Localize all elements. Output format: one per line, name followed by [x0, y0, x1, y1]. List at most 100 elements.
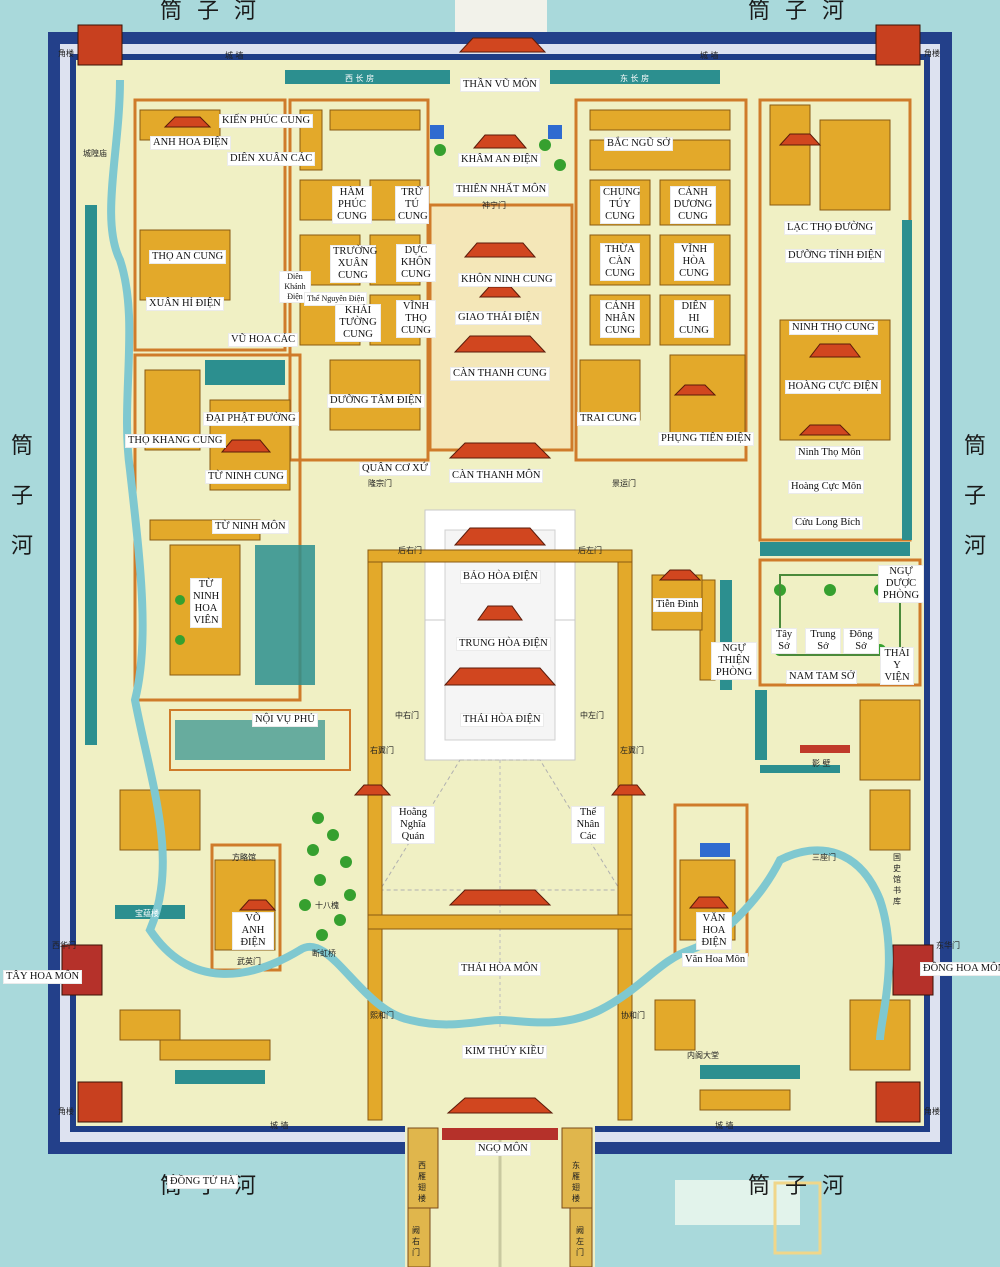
label-lac-tho-duong: LẠC THỌ ĐƯỜNG	[784, 221, 877, 235]
label-kham-an-dien: KHÂM AN ĐIỆN	[458, 153, 541, 167]
cn-sanzuo-gate: 三座门	[812, 853, 836, 862]
label-ninh-tho-mon: Ninh Thọ Môn	[795, 446, 864, 460]
label-can-thanh-mon: CÀN THANH MÔN	[449, 469, 544, 483]
ying-bi-wall	[800, 745, 850, 753]
cn-houzuo-gate: 后左门	[578, 546, 602, 555]
wall-label-se: 城 墙	[715, 1121, 734, 1130]
label-khon-ninh-cung: KHÔN NINH CUNG	[458, 273, 556, 287]
wen-yuan-pavilion	[700, 843, 730, 857]
label-hoang-cuc-mon: Hoàng Cực Môn	[788, 480, 865, 494]
label-tu-ninh-cung: TỪ NINH CUNG	[205, 470, 287, 484]
label-thua-can-cung: THỪA CÀN CUNG	[600, 243, 640, 281]
label-ninh-tho-cung: NINH THỌ CUNG	[789, 321, 878, 335]
cn-wuying-gate: 武英门	[237, 957, 261, 966]
label-dien-xuan-cac: DIÊN XUÂN CÁC	[227, 152, 316, 166]
label-ngu-duoc-phong: NGỰ DƯỢC PHÒNG	[878, 565, 924, 603]
label-duong-tinh-dien: DƯỠNG TÍNH ĐIỆN	[785, 249, 885, 263]
label-ngo-mon: NGỌ MÔN	[475, 1142, 531, 1156]
east-six-palaces	[574, 98, 748, 462]
bao-nhuan-lau	[115, 905, 185, 919]
label-bao-hoa-dien: BẢO HÒA ĐIỆN	[460, 570, 541, 584]
label-tru-tu-cung: TRỮ TÚ CUNG	[395, 186, 429, 224]
label-anh-hoa-dien: ANH HOA ĐIỆN	[150, 136, 232, 150]
cn-zuoyi-gate: 左翼门	[620, 746, 644, 755]
west-long-rooms	[285, 70, 450, 84]
thai-hoa-mon-corridor	[367, 914, 633, 930]
label-vinh-tho-cung: VĨNH THỌ CUNG	[396, 300, 436, 338]
west-strip	[85, 205, 97, 745]
cn-shenning-gate: 神宁门	[482, 201, 506, 210]
garden-pavilion-e	[548, 125, 562, 139]
cn-xihe-gate: 熙和门	[370, 1011, 394, 1020]
moat-label-bottom-right: 筒 子 河	[748, 1174, 848, 1199]
label-giao-thai-dien: GIAO THÁI ĐIỆN	[455, 311, 543, 325]
east-long-rooms-label: 东 长 房	[620, 74, 650, 83]
label-dong-hoa-mon: ĐÔNG HOA MÔN	[920, 962, 1000, 976]
label-noi-vu-phu: NỘI VỤ PHỦ	[252, 713, 318, 727]
terrace-inner	[444, 529, 556, 741]
label-ham-phuc-cung: HÀM PHÚC CUNG	[332, 186, 372, 224]
cn-duanhong-bridge: 断虹桥	[312, 949, 336, 958]
corner-tower-ne-label: 角楼	[924, 49, 940, 58]
moat-label-bottom-left-vn: ĐỒNG TỬ HÀ	[167, 1175, 239, 1189]
label-bac-ngu-so: BẮC NGŨ SỞ	[604, 137, 674, 151]
label-than-vu-mon: THẦN VŨ MÔN	[460, 78, 540, 92]
label-xuan-hi-dien: XUÂN HỈ ĐIỆN	[146, 297, 224, 311]
label-vu-hoa-cac: VŨ HOA CÁC	[228, 333, 299, 347]
moat-label-left-1: 筒	[10, 434, 33, 459]
label-the-nhan-cac: Thể Nhân Các	[571, 806, 605, 844]
west-long-rooms-label: 西 长 房	[345, 74, 375, 83]
cn-zhongyou-gate: 中右门	[395, 711, 419, 720]
ci-ning-rooms	[255, 545, 315, 685]
inner-court	[428, 203, 574, 452]
label-van-hoa-mon: Văn Hoa Môn	[682, 953, 749, 967]
label-hoang-nghia-quan: Hoằng Nghĩa Quán	[391, 806, 435, 844]
cn-xiehe-gate: 协和门	[621, 1011, 645, 1020]
label-nam-tam-so: NAM TAM SỞ	[786, 670, 858, 684]
east-corridor	[617, 559, 633, 1121]
corner-tower-se-label: 角楼	[924, 1107, 940, 1116]
east-strip	[902, 220, 912, 540]
cn-zhongzuo-gate: 中左门	[580, 711, 604, 720]
moat-label-top-left: 筒 子 河	[160, 0, 260, 24]
label-thai-y-vien: THÁI Y VIỆN	[880, 647, 914, 685]
cn-jingyun-gate: 景运门	[612, 479, 636, 488]
corner-tower-nw-label: 角楼	[58, 49, 74, 58]
nam-tam-so-area	[758, 558, 922, 687]
label-tien-dinh: Tiễn Đình	[653, 598, 702, 612]
ngo-mon-base	[442, 1128, 558, 1140]
cn-quezuo-gate: 阙左门	[576, 1226, 584, 1257]
south-rooms-west	[175, 1070, 265, 1084]
cn-youyi-gate: 右翼门	[370, 746, 394, 755]
label-tu-ninh-hoa-vien: TỪ NINH HOA VIÊN	[190, 578, 222, 628]
east-wing-tower	[561, 1127, 593, 1209]
west-wing-tower	[407, 1127, 439, 1209]
bottom-right-frame	[773, 1181, 822, 1255]
label-hoang-cuc-dien: HOÀNG CỰC ĐIỆN	[785, 380, 882, 394]
label-vinh-hoa-cung: VĨNH HÒA CUNG	[674, 243, 714, 281]
label-khai-tuong-cung: KHẢI TƯỜNG CUNG	[335, 304, 381, 342]
label-phung-tien-dien: PHỤNG TIÊN ĐIỆN	[658, 432, 755, 446]
cn-chenghuang-temple: 城隍庙	[83, 149, 107, 158]
moat-label-right-1: 筒	[963, 434, 986, 459]
moat-label-top-right: 筒 子 河	[748, 0, 848, 24]
label-duc-khon-cung: DỰC KHÔN CUNG	[396, 244, 436, 282]
palace-roofs	[163, 37, 862, 1114]
jian-fu-area	[133, 98, 287, 352]
label-quan-co-xu: QUÂN CƠ XỨ	[359, 462, 431, 476]
cn-west-wing: 西雁翅楼	[418, 1161, 426, 1203]
cuu-long-bich-wall	[760, 542, 910, 556]
west-gate-cn: 西华门	[52, 941, 76, 950]
label-trung-hoa-dien: TRUNG HÒA ĐIỆN	[456, 637, 551, 651]
moat-label-right-2: 子	[963, 484, 986, 509]
label-tu-ninh-mon: TỪ NINH MÔN	[212, 520, 289, 534]
label-dai-phat-duong: ĐẠI PHẬT ĐƯỜNG	[203, 412, 299, 426]
que-zuo-gate	[569, 1207, 593, 1267]
cn-yingbi: 影 壁	[812, 759, 831, 768]
label-vo-anh-dien: VÕ ANH ĐIỆN	[232, 912, 274, 950]
noi-vu-phu-area	[169, 709, 351, 771]
corner-tower-sw-label: 角楼	[58, 1107, 74, 1116]
label-canh-nhan-cung: CẢNH NHÂN CUNG	[600, 300, 640, 338]
garden-pavilion-w	[430, 125, 444, 139]
label-thien-nhat-mon: THIÊN NHẤT MÔN	[453, 183, 550, 197]
